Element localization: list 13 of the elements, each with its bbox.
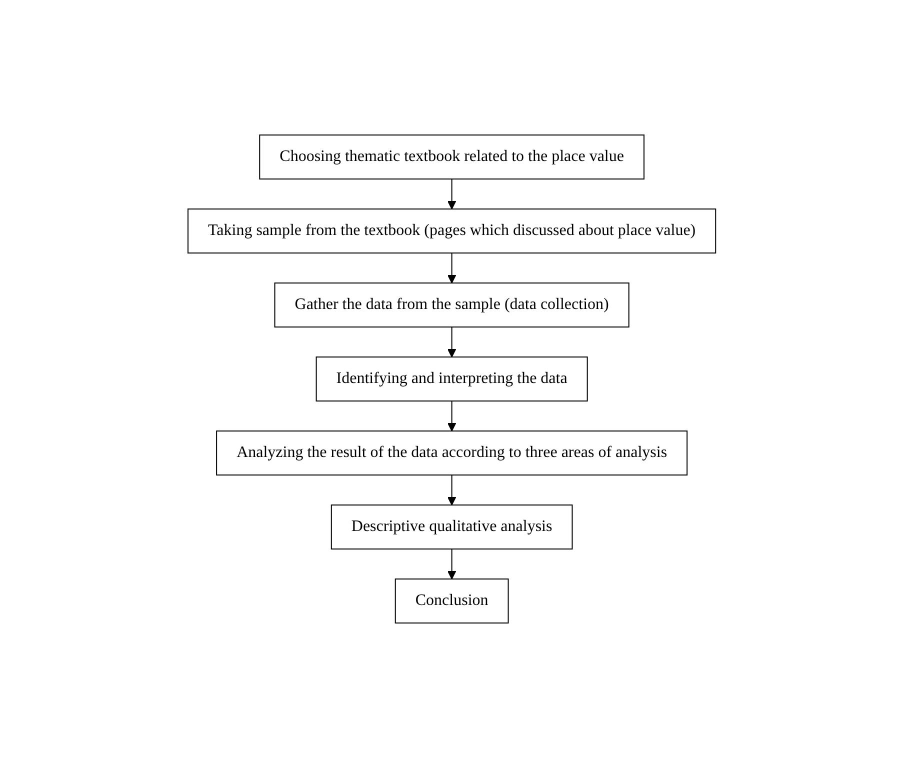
arrow bbox=[447, 474, 456, 506]
arrow bbox=[447, 252, 456, 284]
node-box: Analyzing the result of the data according to three areas of analysis bbox=[216, 430, 688, 476]
arrow bbox=[447, 326, 456, 358]
node-box: Identifying and interpreting the data bbox=[315, 356, 588, 402]
node-box: Descriptive qualitative analysis bbox=[330, 504, 572, 550]
node-box: Gather the data from the sample (data collection) bbox=[274, 282, 630, 328]
arrow bbox=[447, 400, 456, 432]
node-box: Taking sample from the textbook (pages which discussed about place value) bbox=[187, 208, 716, 254]
node-box: Choosing thematic textbook related to the place value bbox=[258, 134, 644, 180]
arrow bbox=[447, 178, 456, 210]
node-box: Conclusion bbox=[394, 578, 508, 624]
arrow bbox=[447, 548, 456, 580]
